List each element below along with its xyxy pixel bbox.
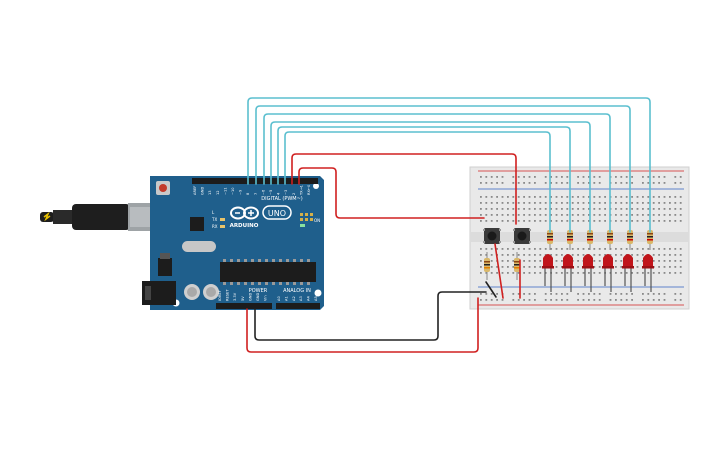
led[interactable]: [562, 254, 574, 292]
tx-led-label: TX: [211, 217, 217, 222]
rail-jumper-1: [494, 243, 504, 299]
digital-pin-label: ~9: [239, 189, 243, 195]
led[interactable]: [622, 254, 634, 292]
analog-pin-label: A3: [299, 296, 303, 301]
digital-pin-label: 8: [246, 192, 250, 195]
arduino-logo: [230, 205, 292, 220]
analog-pin-label: A1: [284, 296, 288, 301]
led[interactable]: [602, 254, 614, 292]
microcontroller-chip: [220, 262, 316, 282]
digital-pin-label: ~10: [231, 187, 235, 195]
pulldown-resistor[interactable]: [484, 252, 490, 280]
digital-pin-label: AREF: [193, 186, 197, 195]
signal-wire-1: [247, 97, 651, 233]
signal-wire-4: [270, 121, 591, 233]
board-logo-text: ARDUINO: [230, 223, 259, 229]
push-button[interactable]: [513, 228, 531, 244]
signal-wire-2: [255, 105, 631, 233]
led[interactable]: [582, 254, 594, 292]
analog-pin-label: A0: [277, 296, 281, 301]
power-pin-label: GND: [256, 293, 260, 301]
breadboard[interactable]: [469, 166, 690, 310]
digital-pin-label: 12: [216, 190, 220, 195]
digital-pin-label: TX→1: [299, 185, 303, 196]
pulldown-resistor[interactable]: [514, 252, 520, 280]
arduino-board[interactable]: UNO ARDUINO DIGITAL (PWM~) ANALOG IN POW…: [142, 176, 324, 310]
analog-header-label: ANALOG IN: [283, 288, 311, 294]
digital-pin-label: 2: [292, 193, 296, 195]
signal-wire-3: [263, 113, 611, 233]
power-pin-label: 3.3V: [233, 292, 237, 301]
power-header: [216, 303, 272, 309]
digital-header: [192, 178, 318, 184]
digital-pin-label: ~11: [223, 187, 227, 195]
ground-wire[interactable]: [254, 281, 497, 341]
l-led-label: L: [212, 210, 215, 215]
rx-led-label: RX: [212, 224, 218, 229]
power-pin-label: GND: [248, 293, 252, 301]
signal-wire-5: [277, 126, 571, 233]
analog-header: [276, 303, 320, 309]
digital-pin-label: 7: [254, 193, 258, 195]
digital-pin-label: GND: [201, 187, 205, 195]
signal-wires[interactable]: [247, 97, 651, 233]
analog-pin-label: A2: [292, 296, 296, 301]
board-model-text: UNO: [268, 209, 286, 218]
led-resistor[interactable]: [607, 226, 613, 250]
push-button[interactable]: [483, 228, 501, 244]
on-led-label: ON: [314, 218, 320, 223]
digital-pin-label: ~5: [269, 190, 273, 195]
digital-pin-label: ~3: [284, 190, 288, 195]
signal-wire-6: [284, 131, 551, 233]
button-wire-2: [298, 167, 485, 219]
digital-pin-label: 13: [208, 190, 212, 195]
digital-header-label: DIGITAL (PWM~): [261, 196, 303, 202]
vcc-wire: [246, 297, 479, 353]
button-wire-1: [291, 153, 517, 225]
power-pin-label: IOREF: [218, 290, 222, 301]
power-pin-label: RESET: [226, 289, 230, 301]
led-resistor[interactable]: [587, 226, 593, 250]
digital-pin-label: ~6: [261, 189, 265, 195]
digital-pin-label: RX←0: [307, 184, 311, 195]
analog-pin-label: A4: [307, 296, 311, 301]
power-pin-label: 5V: [241, 296, 245, 301]
led[interactable]: [542, 254, 554, 292]
power-pin-label: Vin: [264, 295, 268, 301]
power-header-label: POWER: [249, 288, 268, 294]
digital-pin-label: 4: [277, 192, 281, 195]
analog-pin-label: A5: [314, 296, 318, 301]
power-wires[interactable]: [246, 153, 521, 353]
led[interactable]: [642, 254, 654, 292]
